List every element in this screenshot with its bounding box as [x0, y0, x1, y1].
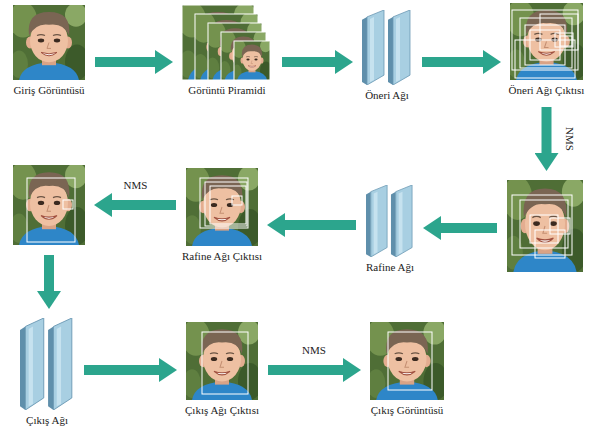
flow-arrow	[44, 255, 54, 291]
flow-arrow	[441, 223, 497, 233]
caption: Öneri Ağı Çıktısı	[509, 84, 585, 97]
edge-label: NMS	[122, 179, 150, 192]
photo-frame	[13, 165, 85, 245]
photo-frame: Giriş Görüntüsü	[13, 5, 85, 80]
photo-frame: Çıkış Ağı Çıktısı	[186, 322, 258, 400]
image-pyramid: Görüntü Piramidi	[182, 5, 272, 80]
caption: Öneri Ağı	[365, 89, 409, 102]
network-block: Öneri Ağı	[362, 10, 412, 85]
photo-frame: Çıkış Görüntüsü	[370, 322, 444, 400]
flow-arrow	[542, 107, 552, 153]
flow-arrow	[268, 365, 343, 375]
photo-frame: Rafine Ağı Çıktısı	[186, 168, 258, 246]
edge-label: NMS	[300, 344, 328, 357]
network-block: Çıkış Ağı	[20, 318, 74, 410]
photo-frame: Öneri Ağı Çıktısı	[510, 3, 583, 80]
caption: Çıkış Görüntüsü	[371, 404, 443, 417]
caption: Rafine Ağı	[366, 261, 414, 274]
flow-arrow	[112, 200, 176, 210]
caption: Giriş Görüntüsü	[13, 84, 84, 97]
photo-frame	[507, 180, 583, 272]
flow-arrow	[422, 57, 483, 67]
flow-arrow	[282, 57, 335, 67]
flow-arrow	[285, 220, 356, 230]
caption: Çıkış Ağı	[26, 414, 68, 427]
caption: Rafine Ağı Çıktısı	[182, 250, 262, 263]
flow-arrow	[84, 365, 159, 375]
edge-label: NMS	[562, 125, 575, 153]
caption: Çıkış Ağı Çıktısı	[185, 404, 259, 417]
flow-arrow	[95, 57, 155, 67]
caption: Görüntü Piramidi	[188, 84, 265, 97]
network-block: Rafine Ağı	[366, 185, 414, 257]
